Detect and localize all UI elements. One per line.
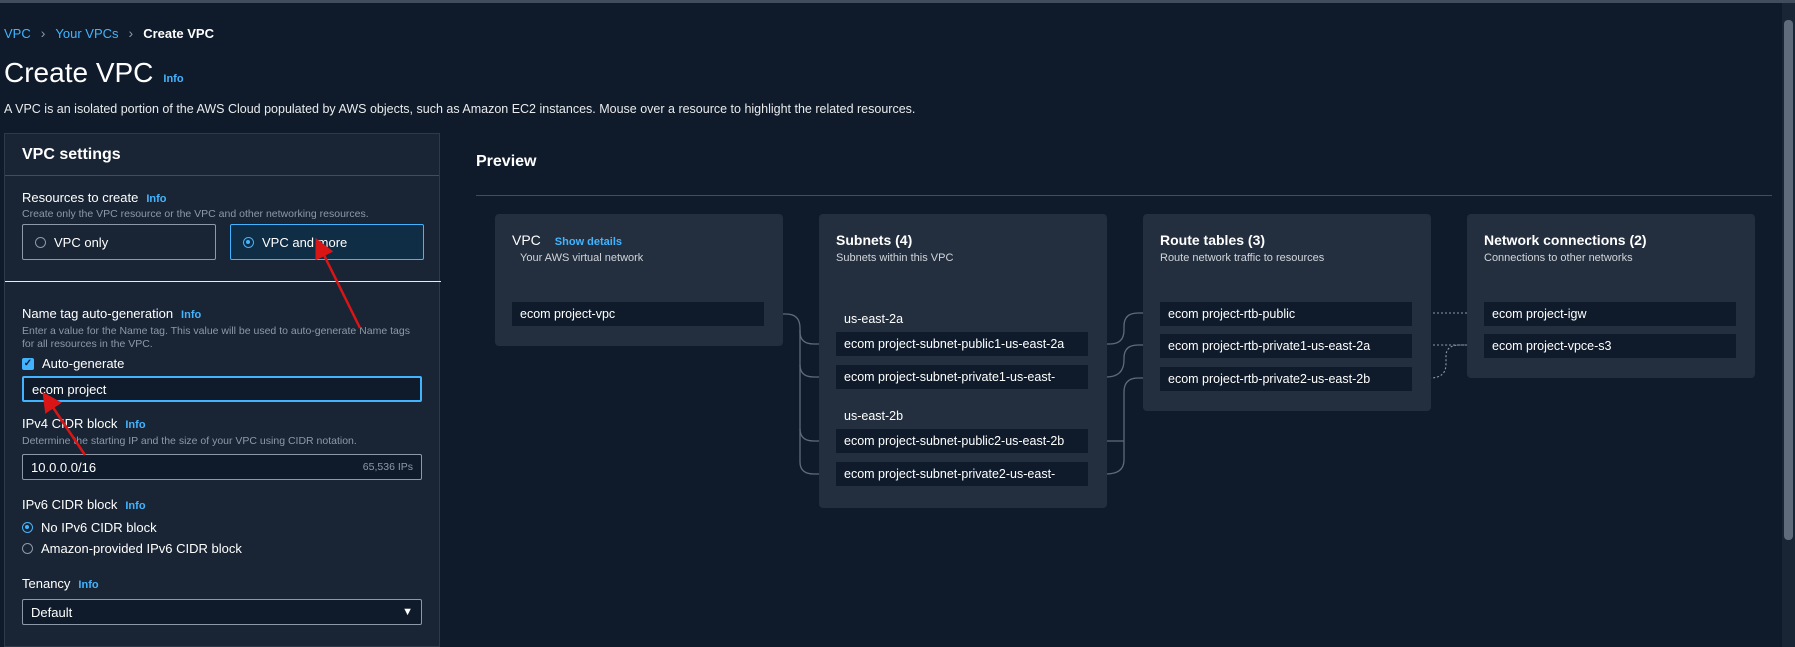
ipv4-label: IPv4 CIDR block Info: [22, 416, 146, 431]
ipv4-label-text: IPv4 CIDR block: [22, 416, 118, 431]
ipv6-info-link[interactable]: Info: [125, 500, 146, 512]
page-title: Create VPC: [4, 57, 154, 88]
top-border: [0, 0, 1795, 3]
show-details-link[interactable]: Show details: [554, 236, 623, 248]
subnet-node[interactable]: ecom project-subnet-private2-us-east-: [836, 462, 1088, 486]
no-ipv6-radio[interactable]: No IPv6 CIDR block: [22, 520, 157, 535]
tenancy-label-text: Tenancy: [22, 576, 71, 591]
tenancy-label: Tenancy Info: [22, 576, 99, 591]
page-description: A VPC is an isolated portion of the AWS …: [4, 102, 916, 116]
name-tag-label-text: Name tag auto-generation: [22, 306, 174, 321]
preview-network-card: Network connections (2) Connections to o…: [1467, 214, 1755, 378]
route-tables-card-subtitle: Route network traffic to resources: [1160, 252, 1325, 264]
preview-title: Preview: [476, 153, 537, 170]
amazon-ipv6-label: Amazon-provided IPv6 CIDR block: [41, 541, 242, 556]
route-tables-card-title: Route tables (3): [1160, 232, 1266, 248]
network-card-title: Network connections (2): [1484, 232, 1647, 248]
radio-selected-icon: [243, 236, 254, 248]
network-node[interactable]: ecom project-igw: [1484, 302, 1736, 326]
chevron-right-icon: ›: [40, 25, 46, 41]
preview-vpc-card: VPC Show details Your AWS virtual networ…: [495, 214, 783, 346]
tenancy-value: Default: [31, 604, 73, 620]
vpc-node[interactable]: ecom project-vpc: [512, 302, 764, 326]
radio-selected-icon: [22, 522, 33, 533]
az-label-2b: us-east-2b: [844, 409, 904, 423]
breadcrumb-current: Create VPC: [143, 25, 214, 41]
info-link[interactable]: Info: [163, 73, 184, 85]
page-header: Create VPC Info: [4, 57, 184, 89]
vpc-only-option[interactable]: VPC only: [22, 224, 216, 260]
resources-label-text: Resources to create: [22, 190, 139, 205]
ipv4-cidr-input[interactable]: 10.0.0.0/16 65,536 IPs: [22, 454, 422, 480]
name-tag-hint: Enter a value for the Name tag. This val…: [22, 325, 410, 350]
name-tag-input[interactable]: ecom project: [22, 376, 422, 402]
auto-generate-checkbox[interactable]: ✓ Auto-generate: [22, 356, 124, 371]
az-label-2a: us-east-2a: [844, 312, 904, 326]
resources-label: Resources to create Info: [22, 190, 167, 205]
caret-down-icon: ▼: [402, 606, 413, 618]
network-card-subtitle: Connections to other networks: [1484, 252, 1633, 264]
scrollbar-thumb[interactable]: [1784, 20, 1793, 540]
subnet-node[interactable]: ecom project-subnet-public2-us-east-2b: [836, 429, 1088, 453]
section-divider: [5, 281, 441, 282]
preview-subnets-card: Subnets (4) Subnets within this VPC us-e…: [819, 214, 1107, 508]
name-tag-value: ecom project: [32, 381, 107, 397]
vpc-settings-panel: VPC settings Resources to create Info Cr…: [4, 133, 441, 647]
route-table-node[interactable]: ecom project-rtb-public: [1160, 302, 1412, 326]
ipv6-label: IPv6 CIDR block Info: [22, 497, 146, 512]
radio-icon: [22, 543, 33, 554]
chevron-right-icon: ›: [128, 25, 134, 41]
amazon-ipv6-radio[interactable]: Amazon-provided IPv6 CIDR block: [22, 541, 242, 556]
radio-icon: [35, 236, 46, 248]
panel-title: VPC settings: [5, 134, 439, 176]
network-node[interactable]: ecom project-vpce-s3: [1484, 334, 1736, 358]
tenancy-select[interactable]: Default ▼: [22, 599, 422, 625]
ipv4-value: 10.0.0.0/16: [31, 459, 97, 475]
breadcrumb-vpc[interactable]: VPC: [4, 25, 31, 41]
subnet-node[interactable]: ecom project-subnet-private1-us-east-: [836, 365, 1088, 389]
vpc-and-more-option[interactable]: VPC and more: [230, 224, 424, 260]
tenancy-info-link[interactable]: Info: [78, 579, 99, 591]
vpc-card-title: VPC Show details: [512, 232, 622, 248]
route-table-node[interactable]: ecom project-rtb-private1-us-east-2a: [1160, 334, 1412, 358]
preview-route-tables-card: Route tables (3) Route network traffic t…: [1143, 214, 1431, 411]
no-ipv6-label: No IPv6 CIDR block: [41, 520, 157, 535]
vpc-card-title-text: VPC: [512, 232, 541, 248]
subnets-card-title: Subnets (4): [836, 232, 913, 248]
vpc-and-more-label: VPC and more: [262, 234, 348, 250]
ipv4-hint: Determine the starting IP and the size o…: [22, 435, 357, 447]
resources-info-link[interactable]: Info: [146, 193, 167, 205]
vpc-only-label: VPC only: [54, 234, 109, 250]
route-table-node[interactable]: ecom project-rtb-private2-us-east-2b: [1160, 367, 1412, 391]
preview-divider: [476, 195, 1772, 196]
ipv6-label-text: IPv6 CIDR block: [22, 497, 118, 512]
auto-generate-label: Auto-generate: [42, 356, 125, 371]
resources-hint: Create only the VPC resource or the VPC …: [22, 208, 369, 220]
name-tag-label: Name tag auto-generation Info: [22, 306, 201, 321]
breadcrumb: VPC › Your VPCs › Create VPC: [4, 25, 214, 41]
checkmark-icon: ✓: [22, 357, 34, 370]
breadcrumb-your-vpcs[interactable]: Your VPCs: [55, 25, 119, 41]
vpc-card-subtitle: Your AWS virtual network: [520, 252, 644, 264]
subnets-card-subtitle: Subnets within this VPC: [836, 252, 954, 264]
ipv4-info-link[interactable]: Info: [125, 419, 146, 431]
name-tag-info-link[interactable]: Info: [181, 309, 202, 321]
subnet-node[interactable]: ecom project-subnet-public1-us-east-2a: [836, 332, 1088, 356]
ipv4-ip-count: 65,536 IPs: [362, 461, 413, 473]
